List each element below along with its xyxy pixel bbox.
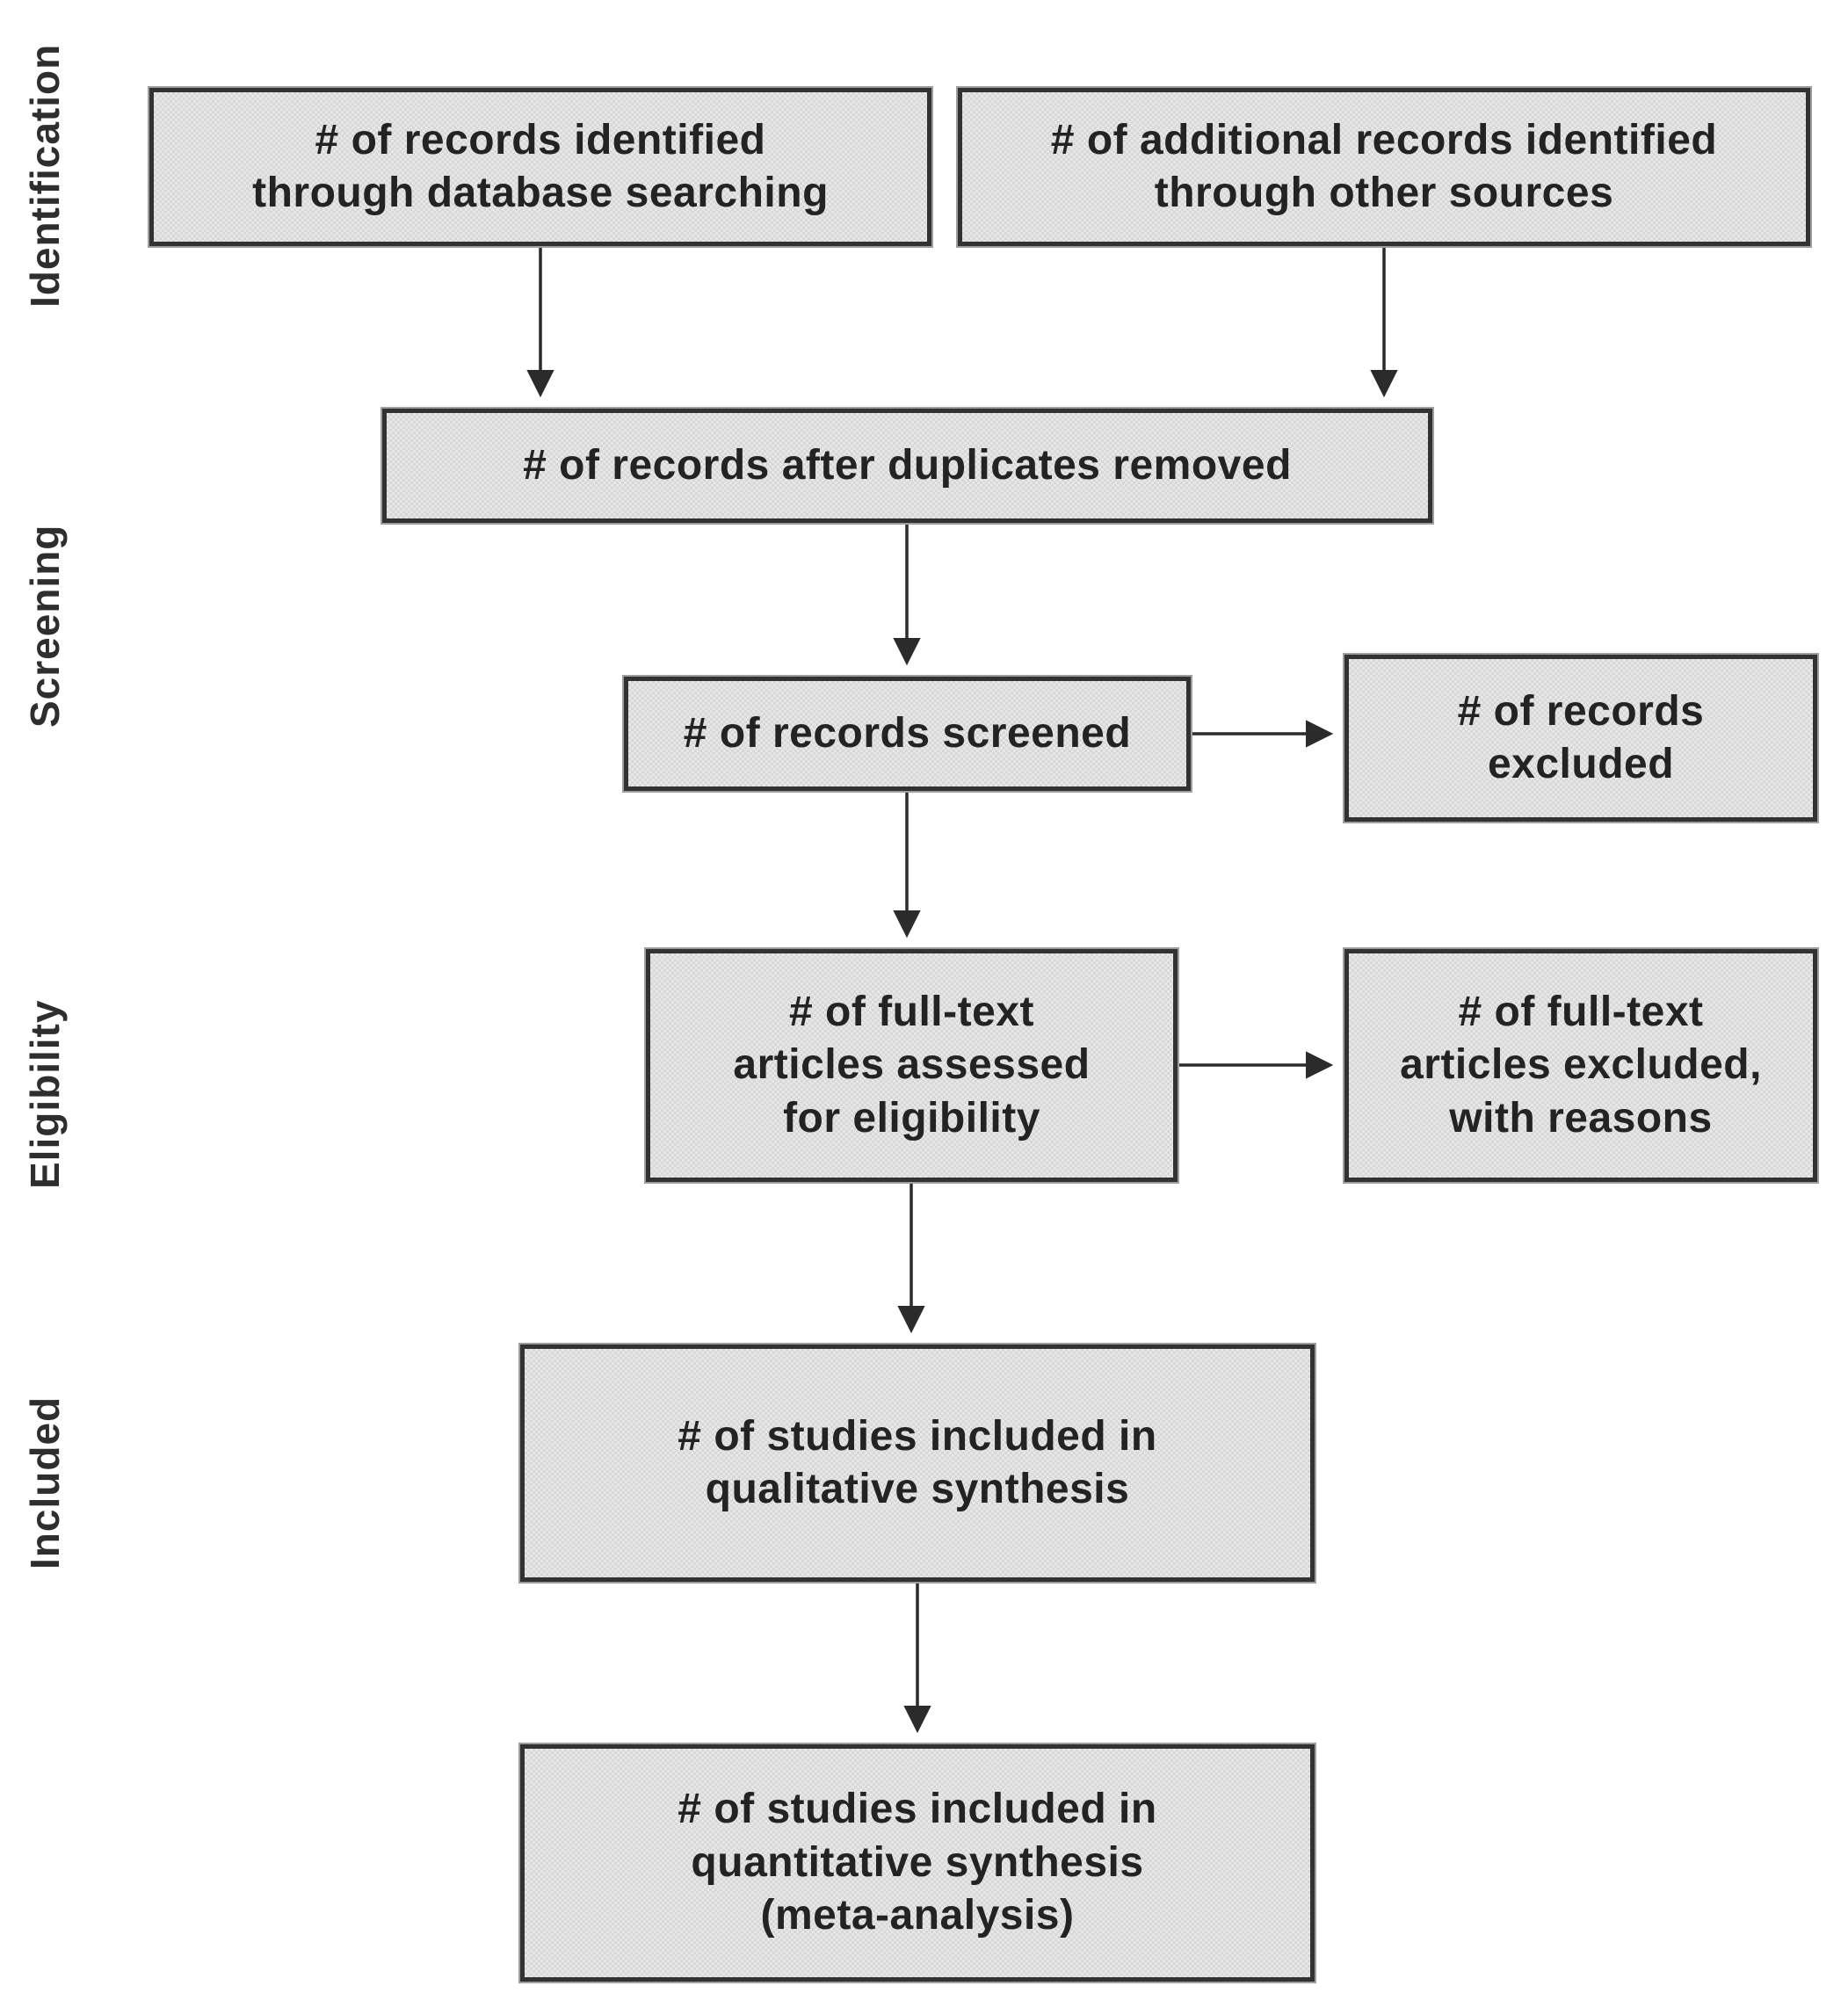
node-fulltext-articles-assessed-label: # of full-text articles assessed for eli… <box>733 988 1091 1142</box>
node-records-after-duplicates-removed-label: # of records after duplicates removed <box>523 441 1292 489</box>
node-records-excluded: # of records excluded <box>1343 653 1819 823</box>
stage-label-included: Included <box>22 1395 68 1570</box>
node-additional-records-other-sources: # of additional records identified throu… <box>956 86 1812 248</box>
node-studies-qualitative-synthesis: # of studies included in qualitative syn… <box>518 1343 1316 1584</box>
node-records-identified-database: # of records identified through database… <box>148 86 933 248</box>
node-records-screened: # of records screened <box>622 675 1192 793</box>
node-studies-qualitative-synthesis-label: # of studies included in qualitative syn… <box>678 1412 1157 1512</box>
stage-label-identification: Identification <box>22 43 68 308</box>
node-fulltext-articles-assessed: # of full-text articles assessed for eli… <box>644 947 1179 1184</box>
node-studies-quantitative-synthesis-label: # of studies included in quantitative sy… <box>678 1786 1157 1939</box>
stage-label-screening: Screening <box>22 524 68 728</box>
node-records-excluded-label: # of records excluded <box>1457 687 1705 787</box>
node-records-after-duplicates-removed: # of records after duplicates removed <box>380 407 1434 525</box>
node-additional-records-other-sources-label: # of additional records identified throu… <box>1050 116 1718 216</box>
node-records-screened-label: # of records screened <box>683 709 1132 757</box>
node-studies-quantitative-synthesis: # of studies included in quantitative sy… <box>518 1743 1316 1983</box>
node-records-identified-database-label: # of records identified through database… <box>252 116 829 216</box>
node-fulltext-articles-excluded: # of full-text articles excluded, with r… <box>1343 947 1819 1184</box>
stage-label-eligibility: Eligibility <box>22 999 68 1189</box>
node-fulltext-articles-excluded-label: # of full-text articles excluded, with r… <box>1400 988 1762 1142</box>
